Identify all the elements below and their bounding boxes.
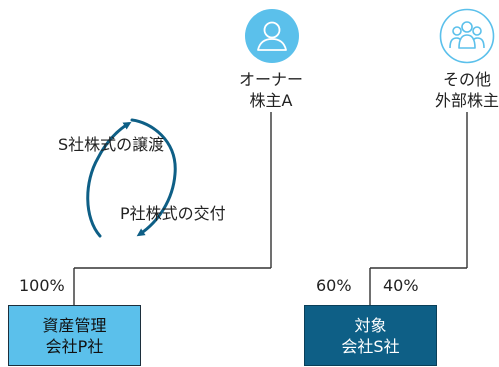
owner-a-line2: 株主A (249, 91, 293, 110)
others-to-s-percentage: 40% (383, 276, 419, 295)
owner-to-p-percentage: 100% (19, 276, 65, 295)
transfer-arrow (130, 118, 177, 237)
owner-a-line1: オーナー (238, 70, 303, 89)
company-p-line2: 会社P社 (45, 336, 104, 356)
company-s-line2: 会社S社 (341, 336, 400, 356)
delivery-arrow (86, 121, 132, 238)
other-holders-label: その他 外部株主 (417, 69, 499, 111)
single-person-icon (245, 9, 299, 63)
owner-to-s-percentage: 60% (316, 276, 352, 295)
s-share-transfer-label: S社株式の譲渡 (58, 135, 165, 154)
company-s-box: 対象 会社S社 (304, 305, 437, 366)
group-people-icon (439, 8, 495, 64)
company-p-line1: 資産管理 (42, 315, 107, 335)
share-exchange-arrows (86, 118, 177, 238)
p-share-delivery-label: P社株式の交付 (120, 204, 226, 223)
company-p-box: 資産管理 会社P社 (8, 305, 141, 366)
other-holders-line2: 外部株主 (434, 91, 499, 110)
company-s-line1: 対象 (354, 315, 387, 335)
other-holders-line1: その他 (442, 70, 491, 89)
owner-a-label: オーナー 株主A (221, 69, 321, 111)
